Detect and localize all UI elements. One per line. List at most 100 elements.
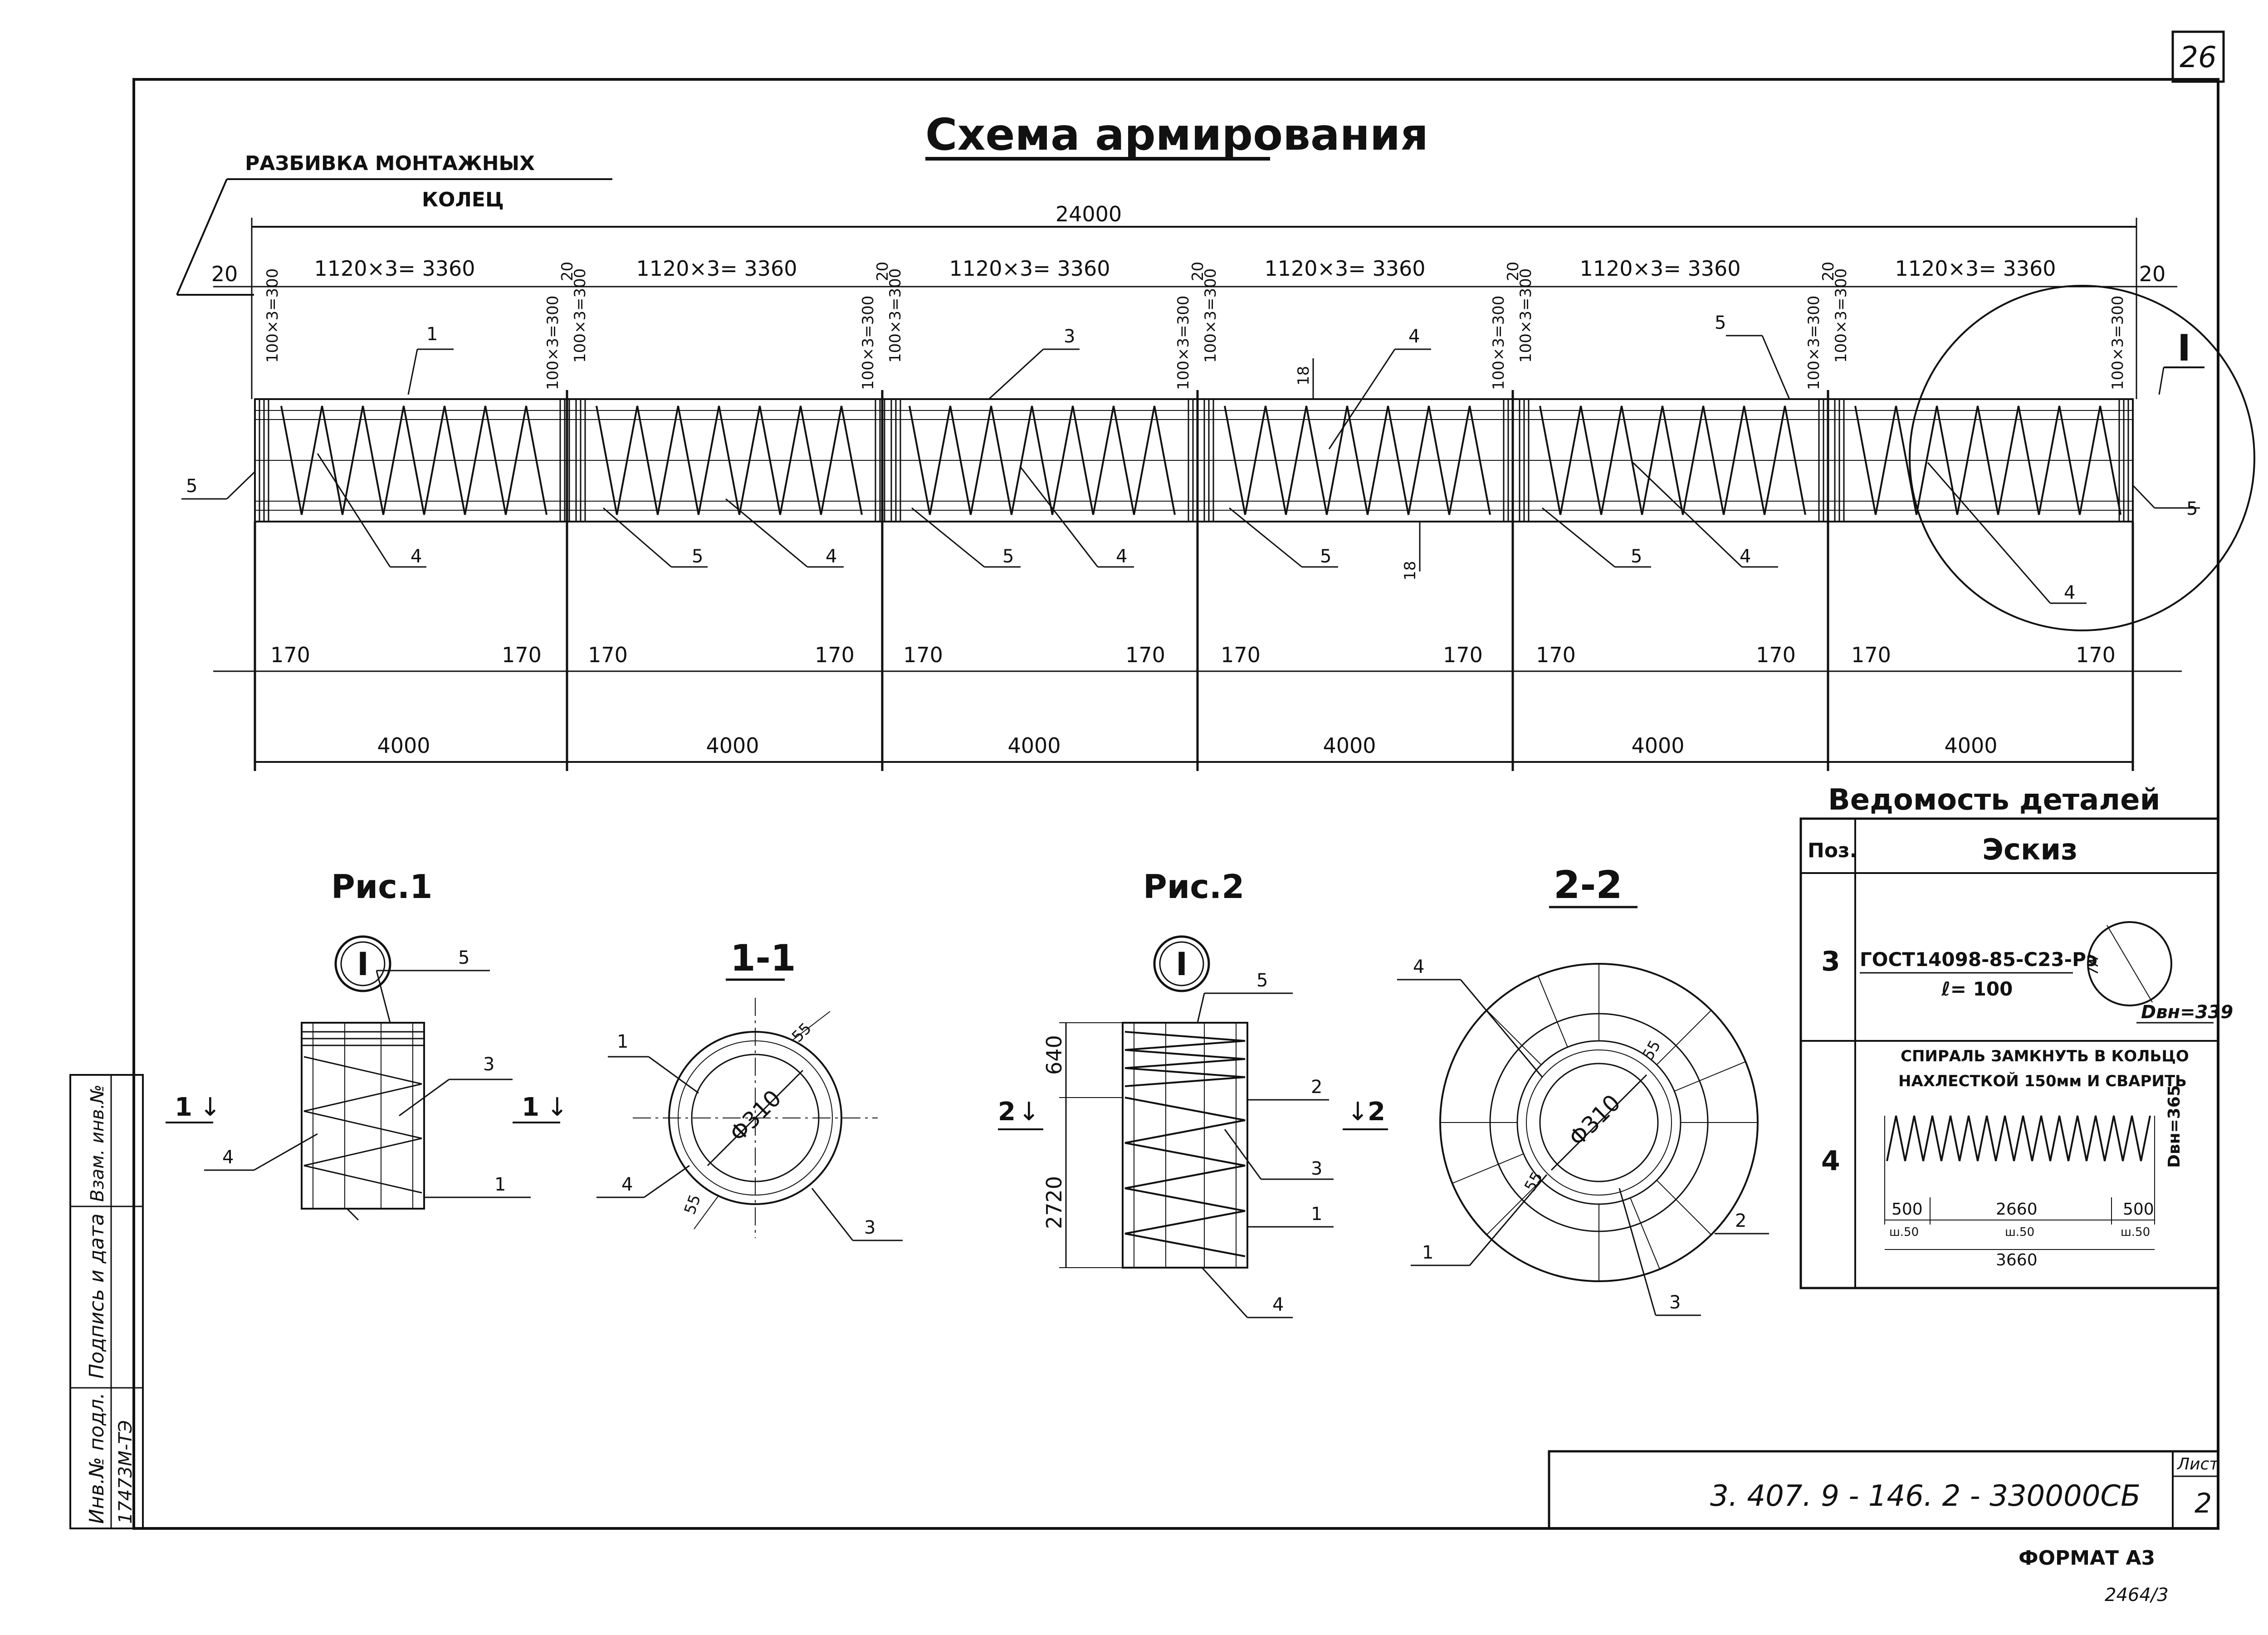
step-dim-6: 100×3=300 (1174, 296, 1193, 390)
step-dim-4: 100×3=300 (859, 296, 877, 390)
ring-dim-2: 1120×3= 3360 (636, 256, 797, 281)
pos-label-4d: 4 (1116, 546, 1127, 567)
detail-i-marker: I (2177, 327, 2191, 369)
section-arrow-icon: ↓ (1018, 1097, 1040, 1127)
parts-row4-pos: 4 (1821, 1145, 1840, 1177)
offset-170-dims: 170 170 170 170 170 170 170 170 170 170 … (270, 643, 2116, 667)
section-1-1: 1-1 Φ310 55 55 1 4 3 (596, 937, 903, 1241)
fig2-label-5: 5 (1256, 970, 1268, 991)
parts-row4-dia: Dвн=365 (2165, 1085, 2184, 1168)
section-arrow-icon: ↓ (1347, 1097, 1369, 1127)
page-number: 26 (2180, 41, 2216, 74)
fig2-marker: I (1176, 946, 1188, 983)
spacing-18-bottom: 18 (1401, 561, 1419, 581)
pos-label-5c: 5 (2186, 498, 2198, 519)
step-dim-9: 100×3=300 (1517, 268, 1535, 363)
fig2-section-right: 2 (1368, 1097, 1385, 1127)
fig2-caption: Рис.2 (1143, 868, 1244, 906)
side-stamp: Инв.№ подл. Подпись и дата Взам. инв.№ 1… (69, 1074, 144, 1529)
pos-label-4c: 4 (826, 546, 837, 567)
section1-label-4: 4 (621, 1174, 633, 1195)
section2-dim55-top: 55 (1639, 1037, 1664, 1063)
offset-170-3: 170 (588, 643, 628, 667)
total-length-dim: 24000 (1056, 202, 1122, 226)
offset-170-7: 170 (1221, 643, 1261, 667)
step-dim-7: 100×3=300 (1202, 268, 1220, 363)
parts-col-pos: Поз. (1808, 839, 1857, 862)
parts-col-sketch: Эскиз (1982, 833, 2077, 867)
section2-caption: 2-2 (1554, 863, 1623, 907)
parts-row4-s-right: ш.50 (2121, 1225, 2150, 1239)
fig1-caption: Рис.1 (331, 868, 432, 906)
bottom-mark: 2464/3 (2105, 1585, 2169, 1606)
fig2-section-left: 2 (998, 1097, 1016, 1127)
offset-170-2: 170 (502, 643, 542, 667)
side-label-replace: Взам. инв.№ (87, 1084, 108, 1202)
side-code: 17473М-ТЭ (115, 1420, 136, 1524)
fig1-label-5: 5 (458, 947, 469, 968)
step-dim-8: 100×3=300 (1490, 296, 1508, 390)
pos-label-4b: 4 (411, 546, 422, 567)
pos-label-5f: 5 (1320, 546, 1331, 567)
fig2-label-1: 1 (1311, 1204, 1322, 1225)
parts-row4-d-mid: 2660 (1996, 1200, 2038, 1219)
section-arrow-icon: ↓ (547, 1093, 568, 1122)
pos-label-1: 1 (426, 324, 438, 345)
fig1-section-left: 1 (175, 1093, 192, 1122)
gap-mark-1: 20 (558, 262, 577, 281)
segment-length-dims: 4000 4000 4000 4000 4000 4000 (377, 733, 1997, 758)
parts-row4-note1: СПИРАЛЬ ЗАМКНУТЬ В КОЛЬЦО (1901, 1047, 2189, 1065)
ring-dim-3: 1120×3= 3360 (949, 256, 1110, 281)
fig1-label-1: 1 (494, 1174, 506, 1195)
segment-dim-5: 4000 (1631, 733, 1684, 758)
section2-diameter: Φ310 (1564, 1089, 1625, 1151)
parts-row4-total: 3660 (1996, 1251, 2038, 1269)
ring-layout-note-line2: КОЛЕЦ (422, 188, 504, 211)
ring-layout-note-line1: РАЗБИВКА МОНТАЖНЫХ (245, 152, 535, 175)
parts-row3-pos: 3 (1821, 946, 1840, 977)
pos-label-4f: 4 (2064, 582, 2075, 603)
section1-dim55-top: 55 (788, 1019, 815, 1046)
fig1-marker: I (357, 946, 369, 983)
offset-170-5: 170 (903, 643, 943, 667)
section2-label-2: 2 (1735, 1210, 1746, 1231)
offset-170-6: 170 (1125, 643, 1165, 667)
section1-label-1: 1 (617, 1031, 628, 1052)
format-label: ФОРМАТ А3 (2019, 1547, 2155, 1570)
section-arrow-icon: ↓ (200, 1093, 221, 1122)
fig1-detail: Рис.1 I 1 ↓ 1 ↓ 5 3 4 1 (166, 868, 568, 1221)
parts-row4-s-mid: ш.50 (2005, 1225, 2034, 1239)
parts-row4-d-left: 500 (1892, 1200, 1923, 1219)
reinforcement-scheme: 24000 20 20 (181, 202, 2255, 771)
gap-mark-2: 20 (874, 262, 892, 281)
section2-label-4: 4 (1413, 957, 1424, 977)
step-dim-3: 100×3=300 (571, 268, 589, 363)
step-dim-2: 100×3=300 (544, 296, 562, 390)
ring-dim-4: 1120×3= 3360 (1264, 256, 1425, 281)
spiral-zigzags (280, 405, 2121, 515)
gap-mark-5: 20 (1819, 262, 1838, 281)
section1-dim55-bottom: 55 (681, 1192, 704, 1217)
fig2-label-3: 3 (1311, 1158, 1322, 1179)
fig2-label-4: 4 (1272, 1294, 1284, 1315)
offset-170-11: 170 (1851, 643, 1891, 667)
parts-table-title: Ведомость деталей (1828, 783, 2160, 817)
segment-dim-4: 4000 (1323, 733, 1376, 758)
section1-caption: 1-1 (730, 937, 796, 979)
section1-label-3: 3 (864, 1217, 875, 1238)
section2-label-3: 3 (1669, 1292, 1681, 1313)
ring-dim-5: 1120×3= 3360 (1579, 256, 1740, 281)
side-label-inv: Инв.№ подл. (85, 1392, 108, 1524)
offset-170-8: 170 (1443, 643, 1483, 667)
parts-row4-d-right: 500 (2123, 1200, 2154, 1219)
detail-i-circle (1909, 285, 2255, 631)
offset-170-4: 170 (815, 643, 855, 667)
pos-label-5b: 5 (186, 476, 197, 497)
gap-mark-4: 20 (1504, 262, 1522, 281)
offset-170-9: 170 (1536, 643, 1576, 667)
step-dim-12: 100×3=300 (2109, 296, 2127, 390)
ring-layout-note: РАЗБИВКА МОНТАЖНЫХ КОЛЕЦ (176, 152, 612, 296)
section2-label-1: 1 (1422, 1242, 1433, 1263)
segment-dim-2: 4000 (706, 733, 759, 758)
